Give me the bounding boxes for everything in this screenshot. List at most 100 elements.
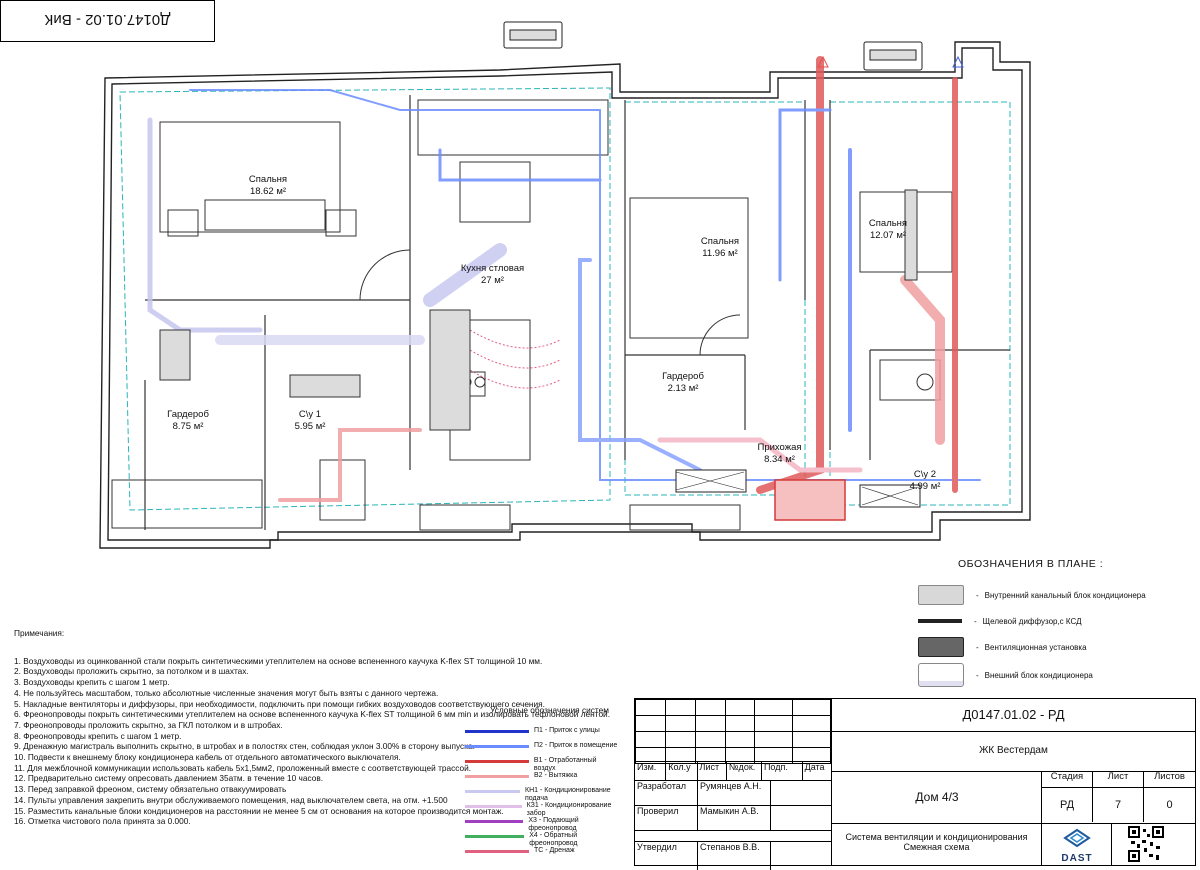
room-name: С\у 2 bbox=[913, 469, 937, 480]
symbol-label: Х3 - Подающий фреонопровод bbox=[528, 817, 579, 832]
plan-legend: - Внутренний канальный блок кондиционера… bbox=[918, 582, 1188, 690]
company-logo: DAST bbox=[1041, 823, 1112, 865]
symbol-label: КН1 - Кондиционирование подача bbox=[525, 787, 611, 802]
note-item: 16. Отметка чистового пола принята за 0.… bbox=[14, 816, 191, 827]
sheet-value: 7 bbox=[1093, 788, 1144, 822]
qr-code-icon bbox=[1128, 826, 1164, 862]
note-item: 9. Дренажную магистраль выполнить скрытн… bbox=[14, 741, 475, 752]
note-item: 12. Предварительно систему опресовать да… bbox=[14, 773, 324, 784]
symbol-label: П2 - Приток в помещение bbox=[534, 742, 618, 749]
stage-value: РД bbox=[1042, 788, 1093, 822]
room-area: 12.07 м² bbox=[869, 230, 907, 241]
drawing-code-stamp: Д0147.01.02 - ВиК bbox=[0, 0, 215, 42]
sheets-value: 0 bbox=[1166, 799, 1173, 811]
ventilation-unit-icon bbox=[918, 637, 964, 657]
room-area: 18.62 м² bbox=[249, 186, 287, 197]
note-item: 2. Воздуховоды проложить скрытно, за пот… bbox=[14, 666, 249, 677]
room-area: 8.75 м² bbox=[172, 421, 204, 432]
system-symbols-title: Условные обозначения систем bbox=[490, 705, 609, 715]
outdoor-unit-icon bbox=[918, 663, 964, 687]
symbol-item: КН1 - Кондиционирование подача bbox=[465, 787, 620, 802]
legend-label: Внутренний канальный блок кондиционера bbox=[984, 590, 1146, 600]
legend-item: - Внешний блок кондиционера bbox=[918, 660, 1188, 690]
symbol-label: П1 - Приток с улицы bbox=[534, 727, 600, 734]
notes-heading: Примечания: bbox=[14, 628, 65, 638]
symbol-item: Х3 - Подающий фреонопровод bbox=[465, 817, 620, 832]
legend-item: - Внутренний канальный блок кондиционера bbox=[918, 582, 1188, 608]
note-item: 10. Подвести к внешнему блоку кондиционе… bbox=[14, 752, 401, 763]
symbol-label: В1 - Отработанный воздух bbox=[533, 757, 597, 772]
project-name: ЖК Вестердам bbox=[831, 731, 1195, 772]
room-name: Гардероб bbox=[167, 409, 209, 420]
room-name: Спальня bbox=[248, 174, 288, 185]
legend-label: Внешний блок кондиционера bbox=[984, 670, 1093, 680]
plan-legend-title: ОБОЗНАЧЕНИЯ В ПЛАНЕ : bbox=[958, 558, 1104, 570]
legend-label: Вентиляционная установка bbox=[984, 642, 1087, 652]
logo-text: DAST bbox=[1061, 853, 1093, 864]
symbol-label: В2 - Вытяжка bbox=[534, 772, 578, 779]
room-area: 2.13 м² bbox=[667, 383, 699, 394]
room-name: Спальня bbox=[868, 218, 908, 229]
legend-item: - Вентиляционная установка bbox=[918, 634, 1188, 660]
room-name: Прихожая bbox=[757, 442, 802, 453]
symbol-label: Х4 - Обратный фреонопровод bbox=[529, 832, 578, 847]
outer-walls bbox=[99, 41, 1031, 549]
indoor-duct-unit-icon bbox=[918, 585, 964, 605]
note-item: 6. Фреонопроводы покрыть синтетическими … bbox=[14, 709, 610, 720]
notes: Примечания: 1. Воздуховоды из оцинкованн… bbox=[14, 628, 614, 827]
note-item: 5. Накладные вентиляторы и диффузоры, пр… bbox=[14, 698, 545, 709]
qr-code bbox=[1111, 823, 1195, 865]
room-name: Кухня стловая bbox=[460, 263, 525, 274]
room-area: 27 м² bbox=[481, 275, 504, 286]
note-item: 3. Воздуховоды крепить с шагом 1 метр. bbox=[14, 677, 170, 688]
floor-plan bbox=[99, 21, 1031, 549]
symbol-label: КЗ1 - Кондиционирование забор bbox=[526, 802, 612, 817]
drawing-code: Д0147.01.02 - РД bbox=[831, 699, 1195, 732]
object-name: Дом 4/3 bbox=[831, 771, 1042, 824]
symbol-label: ТС - Дренаж bbox=[534, 847, 575, 854]
note-item: 15. Разместить канальные блоки кондицион… bbox=[14, 805, 504, 816]
revision-table bbox=[635, 699, 831, 764]
slot-diffuser-icon bbox=[918, 619, 962, 623]
symbol-item: В2 - Вытяжка bbox=[465, 772, 620, 787]
note-item: 11. Для межблочной коммуникации использо… bbox=[14, 762, 472, 773]
symbol-item: Х4 - Обратный фреонопровод bbox=[465, 832, 620, 847]
note-item: 7. Фреонопроводы проложить скрытно, за Г… bbox=[14, 719, 283, 730]
room-name: Гардероб bbox=[662, 371, 704, 382]
room-area: 11.96 м² bbox=[702, 248, 738, 259]
note-item: 14. Пульты управления закрепить внутри о… bbox=[14, 794, 448, 805]
room-area: 8.34 м² bbox=[764, 454, 795, 465]
symbol-item: КЗ1 - Кондиционирование забор bbox=[465, 802, 620, 817]
room-area: 5.95 м² bbox=[294, 421, 326, 432]
revision-header: Изм. Кол.у Лист №док. Подп. Дата bbox=[635, 761, 831, 781]
system-symbols: П1 - Приток с улицы П2 - Приток в помеще… bbox=[465, 727, 620, 862]
stage-info: Стадия Лист Листов РД 7 0 bbox=[1041, 771, 1195, 824]
symbol-item: П2 - Приток в помещение bbox=[465, 742, 620, 757]
sheet-title: Система вентиляции и кондиционирования С… bbox=[831, 823, 1041, 865]
legend-label: Щелевой диффузор,с КСД bbox=[982, 616, 1082, 626]
room-name: С\у 1 bbox=[298, 409, 322, 420]
note-item: 8. Фреонопроводы крепить с шагом 1 метр. bbox=[14, 730, 182, 741]
ventilation-unit-plan bbox=[675, 469, 921, 521]
note-item: 1. Воздуховоды из оцинкованной стали пок… bbox=[14, 655, 543, 666]
dast-logo-icon bbox=[1063, 828, 1091, 848]
note-item: 4. Не пользуйтесь масштабом, только абсо… bbox=[14, 687, 439, 698]
room-area: 4.99 м² bbox=[909, 481, 941, 492]
note-item: 13. Перед заправкой фреоном, систему обя… bbox=[14, 784, 287, 795]
symbol-item: В1 - Отработанный воздух bbox=[465, 757, 620, 772]
symbol-item: ТС - Дренаж bbox=[465, 847, 620, 862]
room-name: Спальня bbox=[700, 236, 740, 247]
symbol-item: П1 - Приток с улицы bbox=[465, 727, 620, 742]
title-block: Изм. Кол.у Лист №док. Подп. Дата Разрабо… bbox=[634, 698, 1196, 870]
legend-item: - Щелевой диффузор,с КСД bbox=[918, 608, 1188, 634]
